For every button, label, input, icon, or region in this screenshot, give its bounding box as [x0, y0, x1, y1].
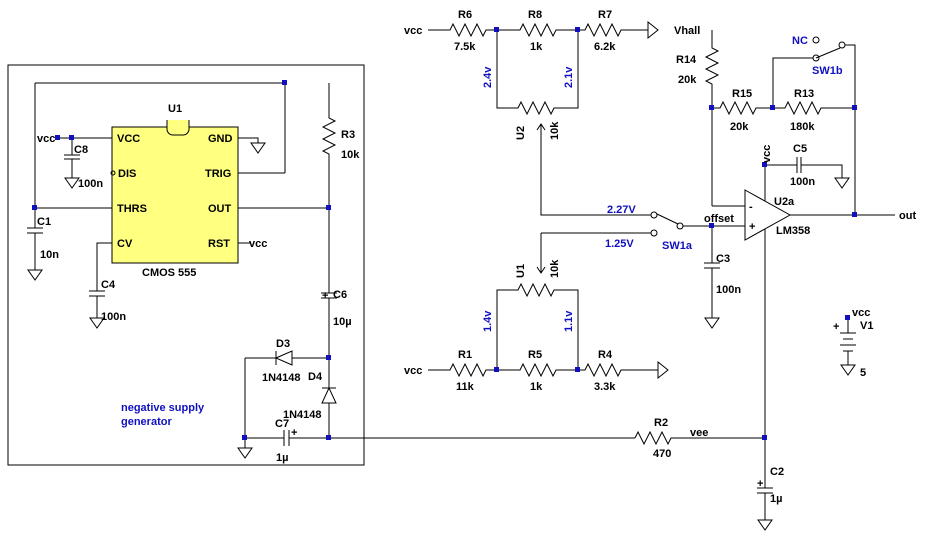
- r8-value: 1k: [530, 41, 543, 53]
- r3-label: R3: [341, 129, 355, 141]
- v11-label: 1.1v: [563, 310, 575, 332]
- r15-label: R15: [732, 88, 752, 100]
- neg-supply-title-1: negative supply: [121, 402, 205, 414]
- vee-label: vee: [690, 427, 708, 439]
- r4-label: R4: [598, 349, 613, 361]
- v21-label: 2.1v: [563, 66, 575, 88]
- v24-label: 2.4v: [482, 66, 494, 88]
- lm358-label: LM358: [776, 225, 810, 237]
- rst-pin-label: RST: [208, 238, 230, 250]
- r6-value: 7.5k: [454, 41, 476, 53]
- vcc-u2a: vcc: [761, 145, 773, 163]
- c2-plus: +: [757, 478, 763, 490]
- c8-label: C8: [74, 144, 88, 156]
- r7-value: 6.2k: [594, 41, 616, 53]
- generator-box: [7, 64, 365, 466]
- d4-label: D4: [308, 371, 323, 383]
- c6-plus: +: [322, 290, 328, 302]
- opamp-plus: +: [749, 221, 755, 233]
- c6-label: C6: [333, 289, 347, 301]
- r3-value: 10k: [341, 149, 360, 161]
- u2-label: U2: [515, 126, 527, 140]
- labels: U1 VCC DIS THRS CV GND TRIG OUT RST CMOS…: [37, 9, 916, 505]
- v125-label: 1.25V: [605, 238, 634, 250]
- u1-ic-label: U1: [168, 103, 182, 115]
- r6-label: R6: [458, 9, 472, 21]
- vcc-rst: vcc: [249, 238, 267, 250]
- c4-label: C4: [101, 279, 116, 291]
- c3-label: C3: [716, 253, 730, 265]
- c7-value: 1µ: [276, 452, 288, 464]
- opamp-minus: -: [749, 201, 753, 213]
- c1-value: 10n: [40, 249, 59, 261]
- offset-label: offset: [704, 213, 734, 225]
- d3-value: 1N4148: [262, 372, 301, 384]
- r14-value: 20k: [678, 74, 697, 86]
- r7-label: R7: [598, 9, 612, 21]
- vhall-label: Vhall: [674, 25, 700, 37]
- c6-value: 10µ: [333, 316, 352, 328]
- v1-plus: +: [833, 321, 839, 333]
- u2a-label: U2a: [774, 196, 795, 208]
- v1-label: V1: [860, 320, 873, 332]
- r5-value: 1k: [530, 381, 543, 393]
- vcc-pin-label: VCC: [117, 133, 140, 145]
- thrs-pin-label: THRS: [117, 203, 147, 215]
- out-label: out: [899, 210, 916, 222]
- lm358-opamp: [744, 189, 792, 241]
- c7-label: C7: [275, 418, 289, 430]
- c5-label: C5: [793, 143, 807, 155]
- r4-value: 3.3k: [594, 381, 616, 393]
- u2-value: 10k: [549, 121, 561, 140]
- c2-label: C2: [770, 466, 784, 478]
- u1-pot-value: 10k: [549, 259, 561, 278]
- sw1a-label: SW1a: [662, 240, 693, 252]
- neg-supply-title-2: generator: [121, 416, 172, 428]
- d3-label: D3: [276, 338, 290, 350]
- r5-label: R5: [528, 349, 542, 361]
- r15-value: 20k: [730, 121, 749, 133]
- u1-pot-label: U1: [515, 264, 527, 278]
- d4-value: 1N4148: [283, 409, 322, 421]
- dis-pin-label: DIS: [118, 168, 136, 180]
- trig-pin-label: TRIG: [205, 168, 231, 180]
- v227-label: 2.27V: [607, 204, 636, 216]
- out-pin-label: OUT: [208, 203, 232, 215]
- r13-value: 180k: [790, 121, 815, 133]
- c8-value: 100n: [78, 178, 103, 190]
- junctions: [32, 27, 857, 440]
- c4-value: 100n: [101, 311, 126, 323]
- c3-value: 100n: [716, 284, 741, 296]
- r13-label: R13: [794, 88, 814, 100]
- ic-name: CMOS 555: [142, 267, 196, 279]
- r1-label: R1: [458, 349, 472, 361]
- c2-value: 1µ: [770, 493, 782, 505]
- vcc-v1: vcc: [852, 307, 870, 319]
- r14-label: R14: [676, 54, 697, 66]
- gnd-pin-label: GND: [208, 133, 233, 145]
- c5-value: 100n: [790, 176, 815, 188]
- cv-pin-label: CV: [117, 238, 133, 250]
- vcc-left: vcc: [37, 133, 55, 145]
- vcc-r6: vcc: [404, 25, 422, 37]
- r8-label: R8: [528, 9, 542, 21]
- r1-value: 11k: [456, 381, 475, 393]
- r2-value: 470: [653, 448, 671, 460]
- c1-label: C1: [37, 216, 51, 228]
- sw1b-label: SW1b: [812, 65, 843, 77]
- vcc-r1: vcc: [404, 365, 422, 377]
- v1-value: 5: [860, 367, 866, 379]
- nc-label: NC: [792, 35, 808, 47]
- c7-plus: +: [291, 427, 297, 439]
- r2-label: R2: [654, 417, 668, 429]
- v14-label: 1.4v: [482, 310, 494, 332]
